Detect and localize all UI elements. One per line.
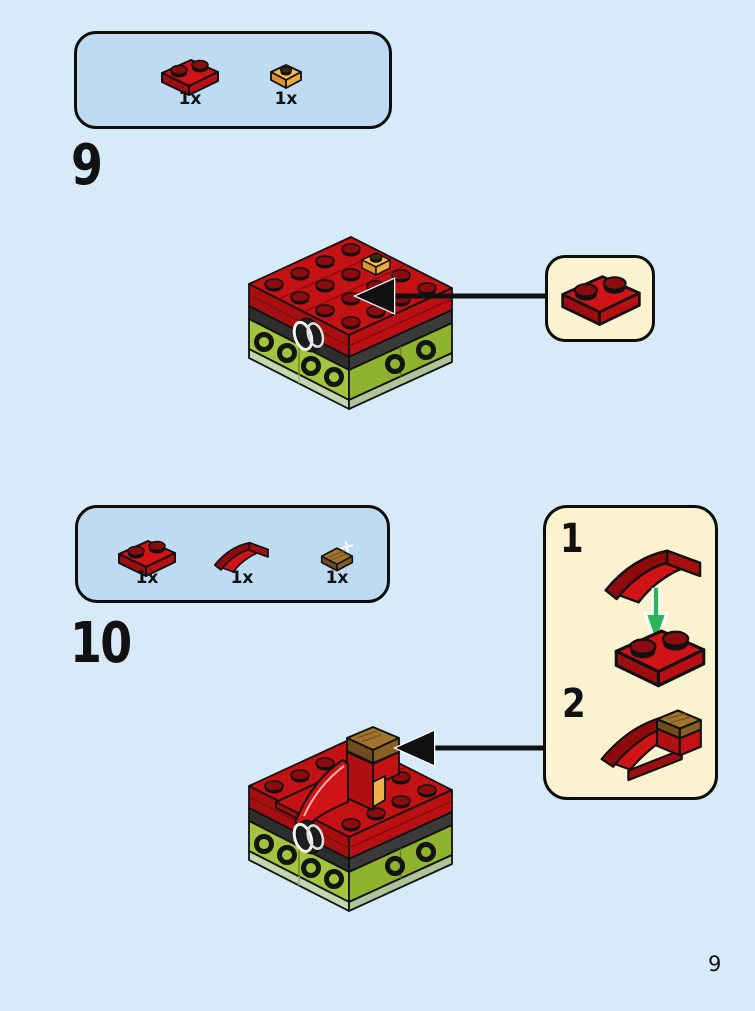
step9-parts-panel: 1x 1x [74, 31, 392, 129]
part-count: 1x [230, 568, 254, 588]
step10-callout-arrow-icon [392, 729, 546, 767]
ring-detail [292, 819, 325, 855]
substep1-number: 1 [560, 516, 584, 562]
ring-detail [292, 317, 325, 353]
sparkle-icon [340, 540, 354, 553]
green-down-arrow-icon [642, 587, 670, 646]
side-studs [254, 332, 436, 387]
dark-tan-curved-slope-icon [320, 540, 354, 572]
substep1-red-plate-icon [614, 629, 706, 688]
substep2-assembly-icon [600, 709, 702, 782]
step9-callout-box [545, 255, 655, 342]
step9-callout-arrow-icon [352, 277, 550, 315]
red-1x2-plate-icon [118, 540, 176, 577]
step9-model-illustration [248, 236, 453, 410]
page-number: 9 [708, 952, 722, 976]
part-count: 1x [178, 89, 202, 109]
step9-number: 9 [71, 133, 103, 198]
substep1-curved-slope-icon [604, 549, 702, 604]
step10-parts-panel: 1x 1x 1x [75, 505, 390, 603]
red-1x2-plate-icon [161, 59, 219, 96]
orange-1x1-plate-icon [270, 64, 302, 89]
part-count: 1x [274, 89, 298, 109]
side-studs [254, 834, 436, 889]
substep2-number: 2 [562, 681, 586, 727]
step10-model-illustration [248, 726, 453, 912]
part-count: 1x [135, 568, 159, 588]
fin-assembly [275, 726, 400, 833]
red-curved-slope-icon [213, 541, 269, 573]
step10-number: 10 [70, 611, 132, 676]
red-1x2-plate-callout-icon [561, 275, 641, 326]
part-count: 1x [325, 568, 349, 588]
